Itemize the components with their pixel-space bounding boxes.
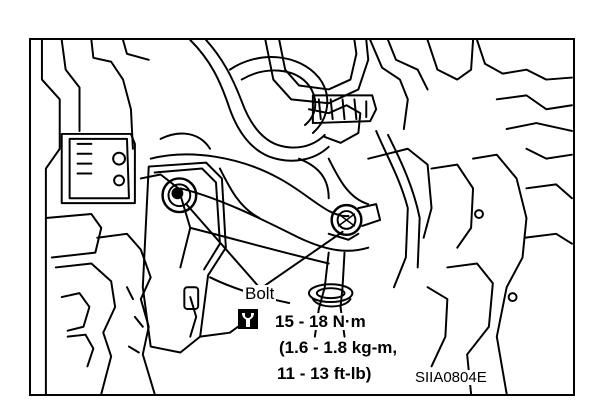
torque-ftlb: 11 - 13 ft-lb) — [275, 364, 374, 383]
right-bolt-drawing — [327, 203, 382, 241]
housing-drawing — [139, 129, 573, 394]
engine-bracket-illustration — [40, 40, 573, 394]
bolt-leader-lines — [185, 203, 344, 287]
figure-code: SIIA0804E — [413, 369, 489, 386]
illustration-frame: Bolt 15 - 18 N·m (1.6 - 1.8 kg-m, 11 - 1… — [29, 38, 575, 396]
bolt-label: Bolt — [243, 284, 277, 303]
left-bracket-drawing — [40, 40, 156, 394]
lower-pipe-drawing — [307, 251, 354, 338]
torque-wrench-icon — [238, 309, 258, 329]
left-bolt-drawing — [161, 177, 198, 214]
torque-kgm: (1.6 - 1.8 kg-m, — [277, 338, 400, 357]
torque-metric: 15 - 18 N·m — [273, 312, 368, 331]
hose-drawing — [189, 40, 573, 162]
mount-bracket-drawing — [141, 161, 291, 354]
